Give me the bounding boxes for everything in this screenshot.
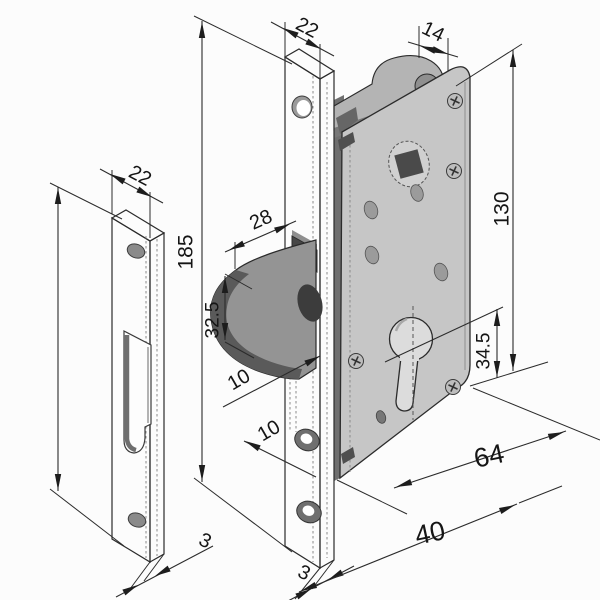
case-hole (364, 245, 380, 265)
dim-label-case-height: 130 (491, 191, 514, 226)
dim-label-faceplate-width: 22 (292, 13, 322, 43)
dim-case-depth: 64 (336, 387, 600, 515)
strike-latch-slot (123, 330, 152, 454)
dim-label-strike-width: 22 (125, 161, 155, 191)
faceplate-screw-hole-upper (294, 428, 320, 452)
euro-cylinder-hole (388, 306, 434, 420)
case-hole (433, 262, 449, 282)
strike-top-hole (126, 243, 146, 259)
dim-label-hook-projection: 28 (246, 205, 275, 234)
hook-bolt-hole (297, 284, 323, 322)
dim-faceplate-thickness: 3 (288, 559, 355, 600)
case-left-wedge (336, 107, 358, 134)
dim-label-hook-gap-upper: 10 (224, 365, 254, 395)
case-tab-top (338, 132, 355, 151)
dim-label-case-thickness: 14 (418, 17, 448, 47)
dim-label-backset: 40 (412, 515, 448, 551)
screw (447, 93, 463, 109)
screw (446, 163, 462, 179)
hook-bolt (210, 230, 323, 380)
strike-plate-side-edge (149, 231, 165, 564)
faceplate-top-edge (283, 48, 336, 80)
dim-label-strike-thickness: 3 (195, 529, 214, 554)
dim-plate-height: 185 (49, 15, 293, 553)
dim-cylinder-to-bottom: 34.5 (384, 306, 504, 378)
follower-square-hole (388, 140, 430, 188)
case-hole (375, 410, 387, 424)
strike-bottom-hole (127, 512, 147, 528)
dim-label-case-depth: 64 (471, 438, 507, 474)
dim-backset: 40 (298, 485, 563, 594)
dim-label-hook-gap-lower: 10 (254, 416, 284, 446)
faceplate-top-hole (291, 95, 313, 119)
strike-plate (110, 209, 166, 564)
case-hole (410, 184, 424, 202)
case-holes (363, 184, 449, 424)
strike-plate-top-edge (110, 209, 166, 242)
case-tab-bottom (341, 447, 355, 464)
case-hole (363, 200, 379, 220)
lock-case (333, 55, 471, 481)
dim-case-height: 130 (455, 43, 549, 387)
dim-label-hook-height: 32.5 (203, 302, 224, 339)
case-screws (348, 93, 463, 395)
hook-front-band (210, 270, 302, 379)
dim-strike-thickness: 3 (115, 529, 215, 598)
dim-label-cylinder-to-bottom: 34.5 (474, 333, 495, 370)
dim-label-faceplate-thickness: 3 (294, 561, 313, 586)
screw (348, 353, 364, 369)
faceplate-screw-hole-lower (296, 500, 322, 524)
dim-hook-height: 32.5 (203, 273, 255, 359)
case-face (339, 66, 471, 480)
dim-label-plate-height: 185 (175, 234, 198, 269)
screw (445, 379, 461, 395)
lock-faceplate (283, 48, 336, 570)
